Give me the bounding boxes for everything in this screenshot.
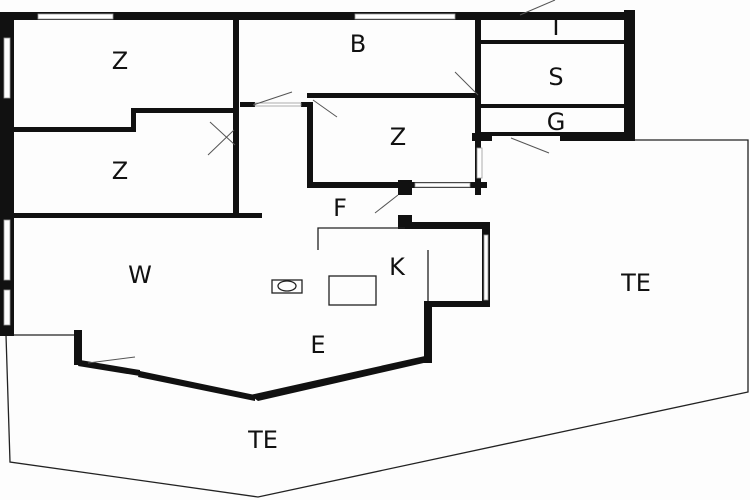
windows (3, 13, 489, 326)
stove-icon (328, 275, 377, 306)
kitchen-counter (317, 227, 405, 250)
door-swings (87, 0, 556, 364)
room-label: T (548, 13, 564, 41)
room-label: K (389, 253, 406, 281)
stove-symbol-icon (271, 279, 303, 294)
walls (0, 10, 635, 401)
room-label: S (548, 63, 563, 91)
room-label: TE (247, 426, 278, 454)
room-label: Z (112, 157, 128, 185)
room-label: G (547, 108, 566, 136)
room-label: E (310, 331, 325, 359)
room-label: Z (390, 123, 406, 151)
room-label: TE (620, 269, 651, 297)
room-label: Z (112, 47, 128, 75)
room-label: B (350, 30, 366, 58)
terrace-outline (5, 139, 749, 498)
room-label: W (128, 261, 152, 289)
room-label: F (333, 194, 347, 222)
